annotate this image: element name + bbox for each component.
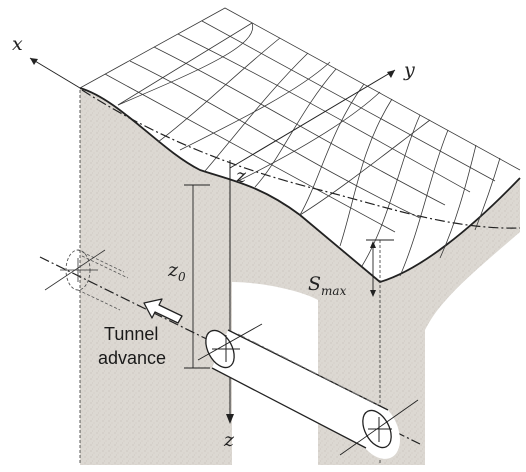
z-axis-arrow (226, 414, 234, 424)
smax-arrow-top (370, 241, 376, 248)
x-axis-line (29, 57, 81, 89)
soil-side-section (380, 178, 520, 465)
x-axis-arrow (30, 58, 38, 65)
surface-grid (79, 7, 521, 277)
tunnel-end-line (339, 399, 419, 456)
y-axis-arrow (387, 70, 395, 78)
side-surface-profile (379, 177, 521, 283)
x-axis-label: x (12, 33, 23, 55)
future-tunnel-outline (44, 249, 129, 311)
tunnel-advance-label-line1: Tunnel (104, 324, 158, 344)
z-axis-label-bottom: z (223, 429, 235, 451)
tunnel-exit-crosshair (368, 417, 392, 442)
surface-reference-line (81, 89, 521, 229)
tunnel-start-line (197, 323, 263, 361)
smax-arrow-bottom (370, 290, 376, 297)
front-surface-profile (79, 87, 381, 283)
tunnel-advance-label-line2: advance (98, 348, 166, 368)
y-axis-line (229, 69, 396, 169)
y-axis-label: y (403, 59, 415, 81)
smax-label: Smax (308, 273, 347, 298)
z-axis-label-top: z (235, 165, 247, 187)
z0-label: z0 (167, 259, 186, 284)
tunnel-advance-arrow (143, 298, 183, 324)
